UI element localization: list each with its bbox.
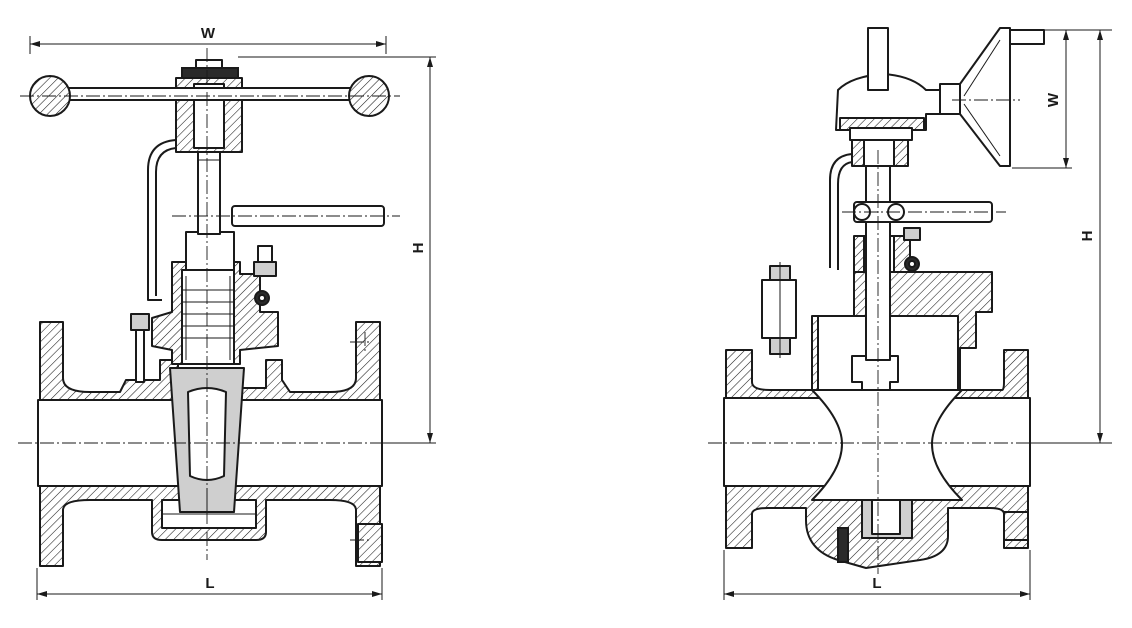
left-valve-bonnet — [130, 245, 279, 383]
left-dim-h: H — [238, 56, 436, 444]
left-dim-w-label: W — [201, 25, 216, 42]
left-dim-w: W — [29, 25, 387, 54]
left-dim-h-label: H — [410, 243, 427, 254]
gear-plug-valve: W H L — [708, 27, 1112, 600]
left-dim-l-label: L — [205, 575, 214, 592]
left-dim-l: L — [36, 568, 383, 600]
right-dim-w-label: W — [1045, 92, 1062, 107]
left-valve-centerlines — [18, 48, 400, 560]
right-dim-w: W — [1012, 29, 1072, 169]
right-valve-gearbox — [835, 27, 1045, 167]
right-dim-h-label: H — [1079, 231, 1096, 242]
right-valve-centerlines — [708, 99, 1046, 574]
right-dim-l: L — [723, 550, 1031, 600]
lever-plug-valve: W H L — [18, 25, 436, 600]
right-dim-h: H — [1030, 29, 1112, 444]
right-dim-l-label: L — [872, 575, 881, 592]
